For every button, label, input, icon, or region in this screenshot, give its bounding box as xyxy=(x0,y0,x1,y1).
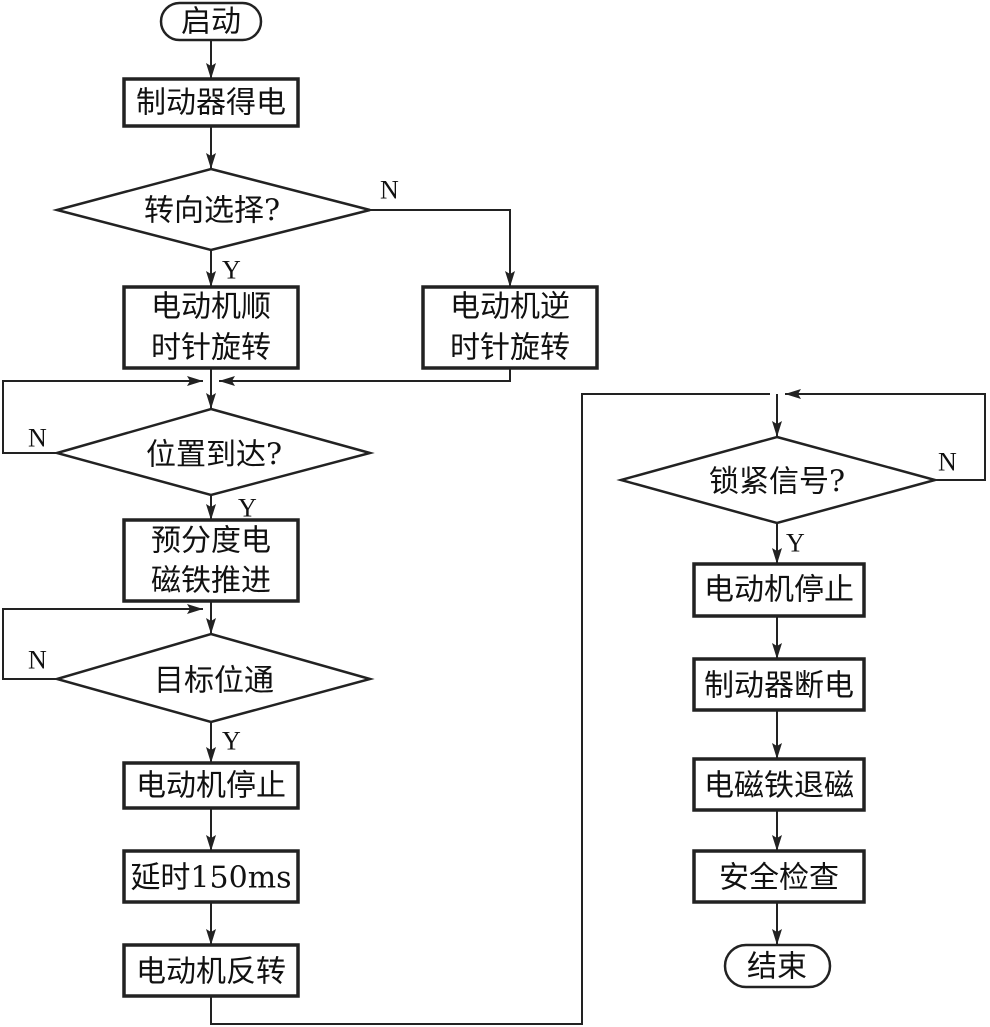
arrow-head xyxy=(206,271,216,287)
direction-decision: 转向选择? xyxy=(52,167,371,252)
arrow-head xyxy=(772,643,782,659)
safety-check-label: 安全检查 xyxy=(719,861,839,896)
motor-stop-1-label: 电动机停止 xyxy=(136,769,286,804)
lock-decision: 锁紧信号? xyxy=(616,435,940,525)
lock-yes-label: Y xyxy=(786,529,805,558)
arrow-head xyxy=(187,376,203,386)
brake-on-box: 制动器得电 xyxy=(122,77,300,128)
lock-no-label: N xyxy=(938,448,957,477)
pre-index-magnet-box: 预分度电 磁铁推进 xyxy=(122,518,300,603)
magnet-demagnetize-box: 电磁铁退磁 xyxy=(692,757,866,812)
arrow-head xyxy=(206,63,216,79)
motor-stop-1-box: 电动机停止 xyxy=(122,761,300,810)
position-yes-label: Y xyxy=(238,494,257,523)
pre-index-magnet-line2: 磁铁推进 xyxy=(151,564,271,599)
arrow-head xyxy=(219,376,235,386)
connectors xyxy=(2,40,986,1025)
arrow-head xyxy=(206,393,216,409)
motor-cw-line1: 电动机顺 xyxy=(151,290,271,325)
motor-cw-line2: 时针旋转 xyxy=(151,331,271,366)
arrow-head xyxy=(187,604,203,614)
branch-labels: N Y N Y N Y N Y xyxy=(28,176,957,756)
arrow-head xyxy=(772,835,782,851)
arrow-head xyxy=(772,548,782,564)
arrow-head xyxy=(785,389,801,399)
lock-question-label: 锁紧信号? xyxy=(709,465,845,500)
target-decision: 目标位通 xyxy=(52,632,375,724)
target-no-label: N xyxy=(28,646,47,675)
direction-question-label: 转向选择? xyxy=(144,194,280,229)
motor-reverse-box: 电动机反转 xyxy=(122,943,300,998)
motor-ccw-line1: 电动机逆 xyxy=(450,290,570,325)
direction-yes-label: Y xyxy=(222,256,241,285)
position-question-label: 位置到达? xyxy=(146,438,282,473)
motor-stop-2-label: 电动机停止 xyxy=(704,573,854,608)
position-no-label: N xyxy=(28,424,47,453)
motor-ccw-box: 电动机逆 时针旋转 xyxy=(421,285,599,370)
pre-index-magnet-line1: 预分度电 xyxy=(151,524,271,559)
arrow-head xyxy=(772,421,782,437)
motor-cw-box: 电动机顺 时针旋转 xyxy=(122,285,300,370)
start-label: 启动 xyxy=(181,5,241,40)
arrow-head xyxy=(206,929,216,945)
arrow-head xyxy=(206,835,216,851)
target-question-label: 目标位通 xyxy=(154,664,274,699)
motor-ccw-line2: 时针旋转 xyxy=(450,331,570,366)
delay-box: 延时150ms xyxy=(122,849,300,904)
motor-reverse-label: 电动机反转 xyxy=(136,955,286,990)
end-terminal: 结束 xyxy=(723,943,832,989)
position-decision: 位置到达? xyxy=(52,407,375,497)
end-label: 结束 xyxy=(747,950,807,985)
arrow-head xyxy=(206,618,216,634)
brake-on-label: 制动器得电 xyxy=(136,86,286,121)
arrowheads xyxy=(187,63,801,945)
brake-off-label: 制动器断电 xyxy=(704,669,854,704)
arrow-head xyxy=(505,271,515,287)
target-yes-label: Y xyxy=(222,727,241,756)
arrow-head xyxy=(206,747,216,763)
delay-label: 延时150ms xyxy=(130,861,291,896)
start-terminal: 启动 xyxy=(159,1,263,42)
direction-no-label: N xyxy=(380,176,399,205)
arrow-head xyxy=(206,504,216,520)
magnet-demagnetize-label: 电磁铁退磁 xyxy=(704,769,854,804)
safety-check-box: 安全检查 xyxy=(692,849,866,904)
arrow-head xyxy=(206,153,216,169)
brake-off-box: 制动器断电 xyxy=(692,657,866,712)
arrow-head xyxy=(772,929,782,945)
motor-stop-2-box: 电动机停止 xyxy=(692,562,866,618)
arrow-head xyxy=(772,743,782,759)
